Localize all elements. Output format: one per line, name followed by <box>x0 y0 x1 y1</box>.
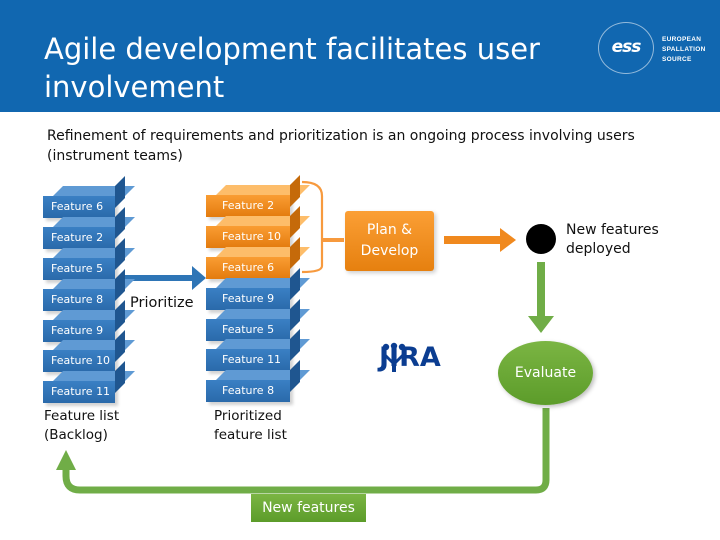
prioritized-item: Feature 6 <box>206 257 290 279</box>
bracket-to-plan-arrow <box>322 238 344 242</box>
prioritized-item: Feature 8 <box>206 380 290 402</box>
plan-develop-box: Plan & Develop <box>345 211 434 271</box>
backlog-item: Feature 8 <box>43 289 115 311</box>
backlog-item: Feature 10 <box>43 350 115 372</box>
deploy-to-evaluate-arrow <box>528 262 554 333</box>
prioritized-item: Feature 11 <box>206 349 290 371</box>
ess-logo-wordmark: ess <box>611 37 642 57</box>
slide-title: Agile development facilitates user invol… <box>44 32 540 104</box>
feedback-arrow-head <box>56 450 76 470</box>
prioritized-item: Feature 2 <box>206 195 290 217</box>
prioritized-item: Feature 5 <box>206 319 290 341</box>
deploy-dot <box>526 224 556 254</box>
logo-line: EUROPEAN <box>662 36 702 43</box>
feedback-loop-arrow <box>62 408 550 494</box>
backlog-label: Feature list (Backlog) <box>44 408 120 443</box>
logo-line: SPALLATION <box>662 46 706 53</box>
ess-logo-icon <box>598 22 654 74</box>
bracket-icon <box>301 180 324 274</box>
backlog-item: Feature 2 <box>43 227 115 249</box>
plan-to-deploy-arrow <box>444 228 516 252</box>
backlog-item: Feature 5 <box>43 258 115 280</box>
prioritize-arrow <box>124 266 206 290</box>
deployed-label: New features deployed <box>566 222 659 257</box>
new-features-box: New features <box>251 494 366 522</box>
prioritized-label: Prioritized feature list <box>214 408 287 443</box>
subtitle: Refinement of requirements and prioritiz… <box>47 128 635 164</box>
jira-logo-icon <box>382 342 406 372</box>
prioritized-item: Feature 10 <box>206 226 290 248</box>
prioritize-label: Prioritize <box>130 295 194 311</box>
backlog-item: Feature 9 <box>43 320 115 342</box>
prioritized-item: Feature 9 <box>206 288 290 310</box>
ess-logo-text: EUROPEAN SPALLATION SOURCE <box>662 35 718 65</box>
logo-line: SOURCE <box>662 56 692 63</box>
backlog-item: Feature 11 <box>43 381 115 403</box>
jira-wordmark: JIRA <box>379 342 441 373</box>
header-banner: Agile development facilitates user invol… <box>0 0 720 112</box>
backlog-item: Feature 6 <box>43 196 115 218</box>
evaluate-box: Evaluate <box>498 341 593 405</box>
